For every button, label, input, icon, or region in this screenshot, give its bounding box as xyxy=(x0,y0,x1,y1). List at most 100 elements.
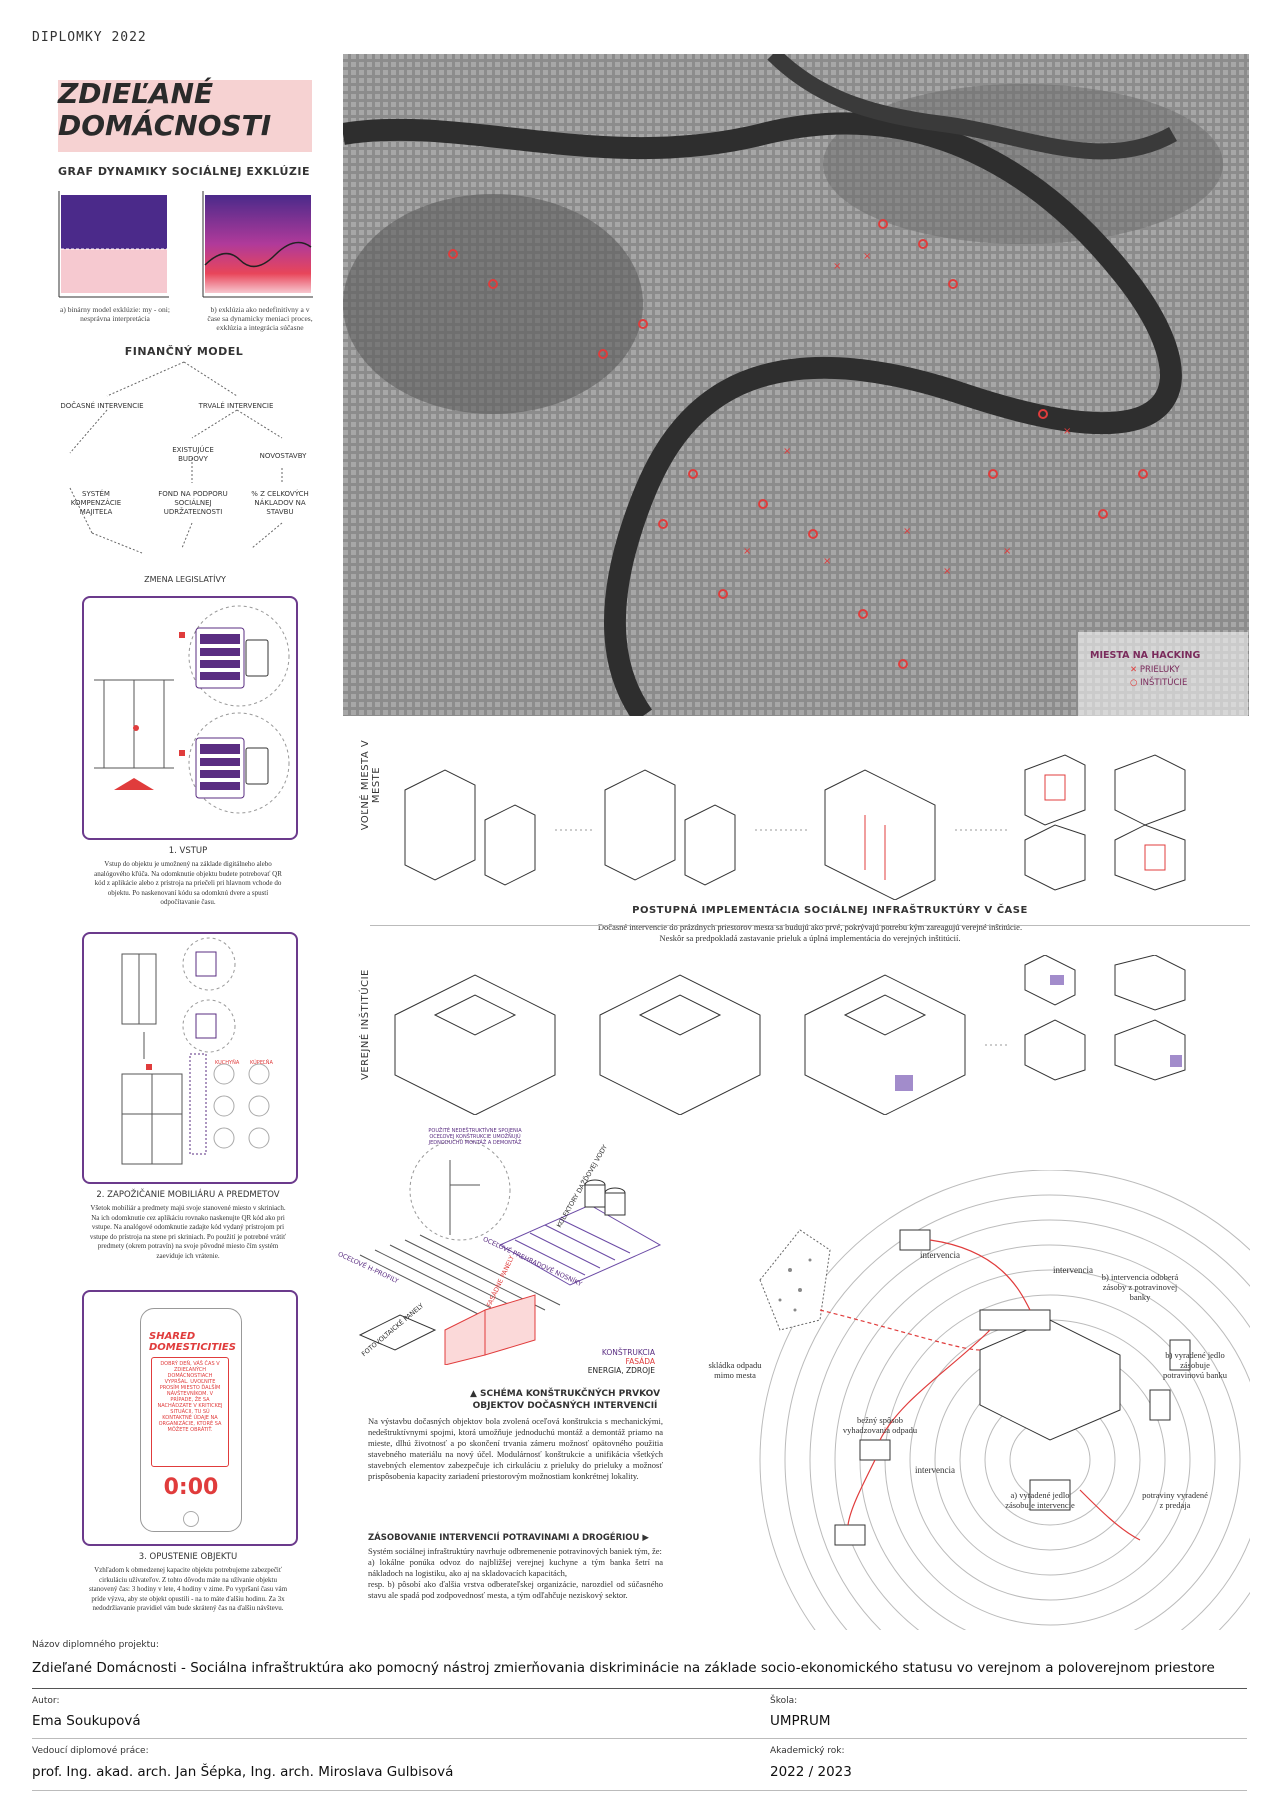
label-kupelna: KÚPEĽŇA xyxy=(250,1060,273,1066)
panel-borrow-title: 2. ZAPOŽIČANIE MOBILIÁRU A PREDMETOV xyxy=(96,1190,280,1200)
legend-institucie: ○ INŠTITÚCIE xyxy=(1130,678,1188,688)
construction-heading-2: OBJEKTOV DOČASNÝCH INTERVENCIÍ xyxy=(472,1401,658,1411)
axon-row-2 xyxy=(394,955,1186,1115)
supply-text: Systém sociálnej infraštruktúry navrhuje… xyxy=(368,1546,663,1601)
footer-supervisor-label: Vedoucí diplomové práce: xyxy=(32,1746,149,1756)
construction-heading: ▲ SCHÉMA KONŠTRUKČNÝCH PRVKOV OBJEKTOV D… xyxy=(465,1388,665,1412)
graph-caption-a: a) binárny model exklúzie: my - oni; nes… xyxy=(60,305,170,323)
supply-label-bezny: bežný spôsob vyhadzovania odpadu xyxy=(842,1415,918,1435)
construction-legend: KONŠTRUKCIA FASÁDA ENERGIA, ZDROJE xyxy=(585,1348,655,1375)
phone-home-button xyxy=(183,1511,199,1527)
construction-text: Na výstavbu dočasných objektov bola zvol… xyxy=(368,1416,663,1481)
legend-konstrukcia: KONŠTRUKCIA xyxy=(601,1348,655,1357)
legend-fasada: FASÁDA xyxy=(625,1357,655,1366)
phone-title-1: SHARED xyxy=(149,1331,196,1342)
footer-rule-1 xyxy=(32,1688,1247,1689)
footer-supervisor-value: prof. Ing. akad. arch. Jan Šépka, Ing. a… xyxy=(32,1764,454,1780)
x-icon: ✕ xyxy=(1130,665,1140,675)
construction-note: POUŽITÉ NEDEŠTRUKTÍVNE SPOJENIA OCEĽOVEJ… xyxy=(428,1128,522,1146)
finance-perm: TRVALÉ INTERVENCIE xyxy=(198,402,274,410)
supply-label-potraviny: potraviny vyradené z predaja xyxy=(1142,1490,1208,1510)
svg-text:×: × xyxy=(1003,546,1011,557)
footer-rule-2 xyxy=(32,1738,1247,1739)
supply-label-skladka: skládka odpadu mimo mesta xyxy=(708,1360,762,1380)
finance-heading: FINANČNÝ MODEL xyxy=(124,345,244,358)
entry-illustration xyxy=(94,605,290,814)
supply-text-2: a) lokálne ponúka odvoz do najbližšej ve… xyxy=(368,1557,663,1578)
title-line-2: DOMÁCNOSTI xyxy=(58,109,272,142)
footer-project-label: Názov diplomného projektu: xyxy=(32,1640,159,1650)
axon-text: Dočasné intervencie do prázdnych priesto… xyxy=(597,922,1023,943)
footer-school-label: Škola: xyxy=(770,1696,798,1706)
map-graphic: ××× ××× ××× xyxy=(343,54,1249,716)
phone-title-2: DOMESTICITIES xyxy=(149,1342,236,1353)
footer-author-label: Autor: xyxy=(32,1696,60,1706)
supply-label-intervencia-1: intervencia xyxy=(920,1250,960,1260)
legend-energia: ENERGIA, ZDROJE xyxy=(587,1366,655,1375)
triangle-right-icon: ▶ xyxy=(639,1533,649,1543)
supply-label-intervencia-3: intervencia xyxy=(1053,1265,1093,1275)
panel-entry-text: Vstup do objektu je umožnený na základe … xyxy=(94,860,282,906)
label-kuchyna: KUCHYŇA xyxy=(215,1060,240,1066)
map-legend: MIESTA NA HACKING ✕ PRIELUKY ○ INŠTITÚCI… xyxy=(1090,650,1200,688)
supply-diagram xyxy=(759,1170,1250,1630)
finance-law: ZMENA LEGISLATÍVY xyxy=(144,575,226,584)
footer-rule-3 xyxy=(32,1790,1247,1791)
city-map: ××× ××× ××× xyxy=(343,54,1249,716)
finance-new: NOVOSTAVBY xyxy=(259,452,307,460)
phone-timer: 0:00 xyxy=(163,1475,219,1500)
finance-existing: EXISTUJÚCE BUDOVY xyxy=(172,446,214,463)
graph-heading: GRAF DYNAMIKY SOCIÁLNEJ EXKLÚZIE xyxy=(58,165,310,178)
footer-year-value: 2022 / 2023 xyxy=(770,1764,852,1780)
panel-leave-text: Vzhľadom k obmedzenej kapacite objektu p… xyxy=(88,1566,288,1612)
supply-text-1: Systém sociálnej infraštruktúry navrhuje… xyxy=(368,1546,662,1556)
poster-title: ZDIEĽANÉ DOMÁCNOSTI xyxy=(58,78,271,142)
map-markers xyxy=(448,219,1148,669)
construction-heading-1: ▲ SCHÉMA KONŠTRUKČNÝCH PRVKOV xyxy=(469,1389,661,1399)
svg-text:×: × xyxy=(783,446,791,457)
triangle-up-icon: ▲ xyxy=(469,1389,480,1399)
supply-label-b-odobera: b) intervencia odoberá zásoby z potravin… xyxy=(1101,1272,1179,1302)
svg-text:×: × xyxy=(863,251,871,262)
svg-text:×: × xyxy=(823,556,831,567)
supply-label-a-jedlo: a) vyradené jedlo zásobuje intervencie xyxy=(1005,1490,1075,1510)
supply-text-3: resp. b) pôsobí ako ďalšia vrstva odbera… xyxy=(368,1579,663,1600)
axon-row-1 xyxy=(404,754,1186,900)
finance-fund: FOND NA PODPORU SOCIÁLNEJ UDRŽATEĽNOSTI xyxy=(158,490,228,516)
borrow-illustration xyxy=(121,937,270,1165)
map-x-markers: ××× ××× ××× xyxy=(743,251,1071,577)
svg-text:×: × xyxy=(743,546,751,557)
phone-mockup: SHARED DOMESTICITIES DOBRÝ DEŇ, VÁŠ ČAS … xyxy=(140,1308,242,1532)
construction-diagram xyxy=(358,1139,662,1365)
panel-entry xyxy=(82,596,298,840)
footer-author-value: Ema Soukupová xyxy=(32,1713,141,1729)
svg-text:×: × xyxy=(943,566,951,577)
supply-heading: ZÁSOBOVANIE INTERVENCIÍ POTRAVINAMI A DR… xyxy=(368,1533,649,1543)
supply-label-intervencia-2: intervencia xyxy=(915,1465,955,1475)
graph-b xyxy=(202,191,313,298)
row-label-institutions: VEREJNÉ INŠTITÚCIE xyxy=(360,969,371,1080)
panel-borrow xyxy=(82,932,298,1184)
panel-leave-title: 3. OPUSTENIE OBJEKTU xyxy=(138,1552,238,1562)
panel-entry-title: 1. VSTUP xyxy=(168,846,208,856)
footer-school-value: UMPRUM xyxy=(770,1713,831,1729)
finance-comp: SYSTÉM KOMPENZÁCIE MAJITEĽA xyxy=(70,490,122,516)
panel-borrow-text: Všetok mobiliár a predmety majú svoje st… xyxy=(89,1204,287,1260)
phone-title: SHARED DOMESTICITIES xyxy=(149,1331,236,1353)
page-header: DIPLOMKY 2022 xyxy=(32,30,147,45)
svg-text:×: × xyxy=(1063,426,1071,437)
footer-project-value: Zdieľané Domácnosti - Sociálna infraštru… xyxy=(32,1660,1215,1676)
footer-year-label: Akademický rok: xyxy=(770,1746,845,1756)
legend-prieluky: ✕ PRIELUKY xyxy=(1130,665,1180,675)
svg-text:×: × xyxy=(903,526,911,537)
axon-divider xyxy=(370,925,1250,926)
finance-diagram-lines xyxy=(69,361,283,554)
title-highlight xyxy=(58,80,312,152)
title-line-1: ZDIEĽANÉ xyxy=(58,77,214,110)
exclusion-graphs xyxy=(58,191,313,298)
graph-a xyxy=(58,191,169,298)
circle-icon: ○ xyxy=(1130,678,1141,688)
panel-leave: SHARED DOMESTICITIES DOBRÝ DEŇ, VÁŠ ČAS … xyxy=(82,1290,298,1546)
supply-label-b-jedlo: b) vyradené jedlo zásobuje potravinovú b… xyxy=(1163,1350,1227,1380)
legend-title: MIESTA NA HACKING xyxy=(1090,650,1201,661)
